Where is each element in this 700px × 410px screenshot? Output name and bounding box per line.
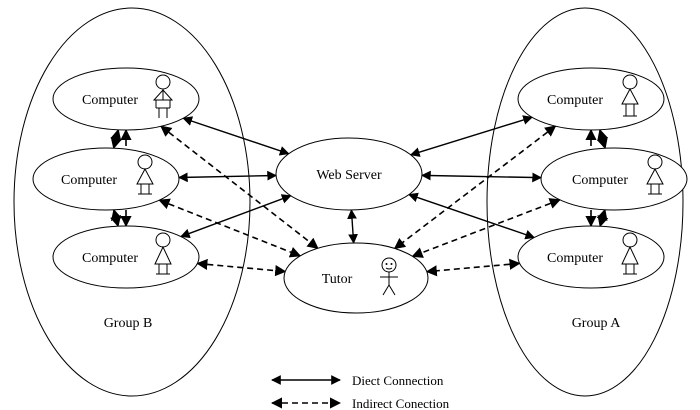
computer-label: Computer: [547, 93, 603, 108]
computer-ellipse: [52, 67, 200, 131]
computer-label: Computer: [82, 93, 138, 108]
node-computer-b3: Computer: [52, 225, 200, 289]
user-icon: [621, 232, 639, 275]
user-icon: [136, 154, 154, 195]
user-icon: [621, 74, 639, 117]
web-server-label: Web Server: [316, 168, 382, 183]
legend-indirect-label: Indirect Conection: [352, 396, 450, 410]
node-computer-b2: Computer: [32, 147, 180, 211]
computer-label: Computer: [547, 251, 603, 266]
indirect-connection-b2-tutor: [158, 198, 302, 258]
node-computer-b1: Computer: [52, 67, 200, 131]
group-b-label: Group B: [104, 316, 153, 331]
computer-ellipse: [517, 67, 665, 131]
indirect-connection-a2-a3: [596, 208, 609, 228]
legend: Diect Connection Indirect Conection: [270, 373, 450, 410]
user-icon: [152, 74, 174, 118]
indirect-connection-a1-a2: [596, 128, 609, 150]
node-computer-a1: Computer: [517, 67, 665, 131]
computer-ellipse: [52, 225, 200, 289]
web-server-ellipse: [275, 137, 423, 211]
legend-direct-label: Diect Connection: [352, 373, 444, 388]
indirect-connection-a2-tutor: [411, 198, 561, 258]
tutor-icon: [380, 257, 398, 296]
indirect-connection-a1-tutor: [393, 125, 557, 250]
tutor-ellipse: [283, 242, 429, 314]
user-icon: [154, 232, 172, 275]
node-tutor: Tutor: [283, 242, 429, 314]
indirect-connection-b1-b2: [110, 128, 122, 150]
user-icon: [646, 154, 664, 195]
indirect-connection-b3-tutor: [196, 258, 287, 277]
node-web-server: Web Server: [275, 137, 423, 211]
group-a-label: Group A: [572, 316, 622, 331]
computer-label: Computer: [82, 251, 138, 266]
direct-connection-server-tutor: [347, 209, 358, 244]
computer-ellipse: [517, 225, 665, 289]
indirect-connection-a3-tutor: [425, 258, 521, 277]
computer-label: Computer: [572, 173, 628, 188]
computer-label: Computer: [61, 173, 117, 188]
edge-layer: [110, 115, 609, 277]
node-computer-a3: Computer: [517, 225, 665, 289]
node-computer-a2: Computer: [540, 147, 688, 211]
tutor-label: Tutor: [322, 272, 353, 287]
indirect-connection-b2-b3: [110, 208, 122, 228]
